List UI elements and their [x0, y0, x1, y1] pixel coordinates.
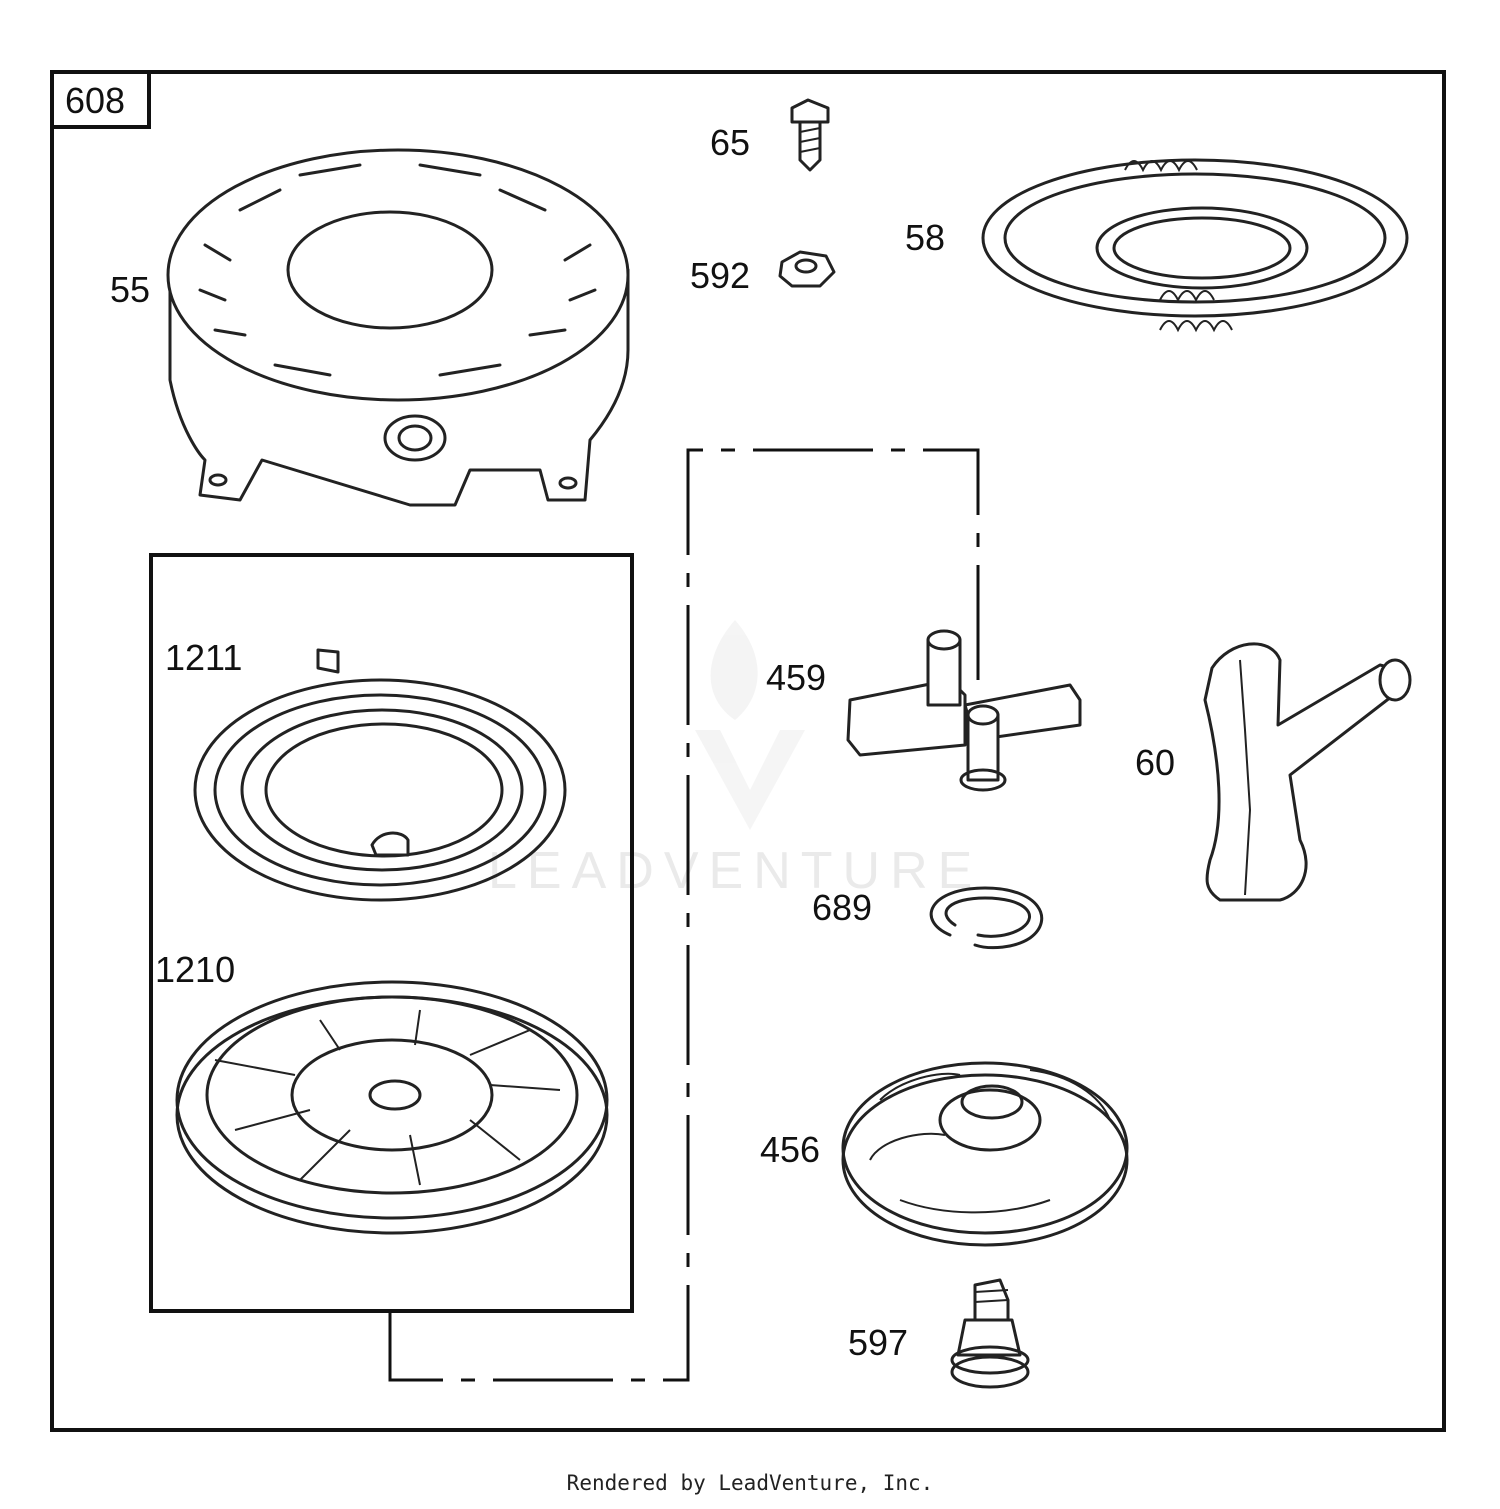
label-part-55: 55	[110, 269, 150, 310]
part-1210-pulley[interactable]	[175, 980, 609, 1235]
part-689-retainer-ring[interactable]	[929, 886, 1044, 950]
label-part-1210: 1210	[155, 949, 235, 990]
part-58-starter-rope[interactable]	[981, 158, 1409, 333]
label-part-597: 597	[848, 1322, 908, 1363]
label-part-58: 58	[905, 217, 945, 258]
label-part-60: 60	[1135, 742, 1175, 783]
part-1211-recoil-spring[interactable]	[193, 648, 567, 902]
label-part-1211: 1211	[165, 637, 242, 678]
part-597-shoulder-screw[interactable]	[950, 1278, 1030, 1389]
footer-credit: Rendered by LeadVenture, Inc.	[567, 1471, 934, 1495]
label-part-65: 65	[710, 122, 750, 163]
part-60-starter-handle[interactable]	[1203, 642, 1412, 902]
label-part-456: 456	[760, 1129, 820, 1170]
label-part-689: 689	[812, 887, 872, 928]
part-456-retainer[interactable]	[841, 1061, 1129, 1247]
kit-label-box	[50, 70, 151, 129]
kit-reference-line	[388, 448, 980, 1382]
part-55-blower-housing[interactable]	[166, 148, 630, 507]
outer-frame	[50, 70, 1446, 1432]
label-part-592: 592	[690, 255, 750, 296]
part-65-screw[interactable]	[790, 98, 830, 172]
label-part-459: 459	[766, 657, 826, 698]
kit-label: 608	[65, 80, 125, 121]
watermark-text: LEADVENTURE	[488, 842, 982, 900]
part-459-dog-pawls[interactable]	[846, 629, 1082, 792]
watermark-logo-icon	[695, 620, 805, 830]
kit-frame	[149, 553, 634, 1313]
part-592-nut[interactable]	[778, 250, 836, 288]
